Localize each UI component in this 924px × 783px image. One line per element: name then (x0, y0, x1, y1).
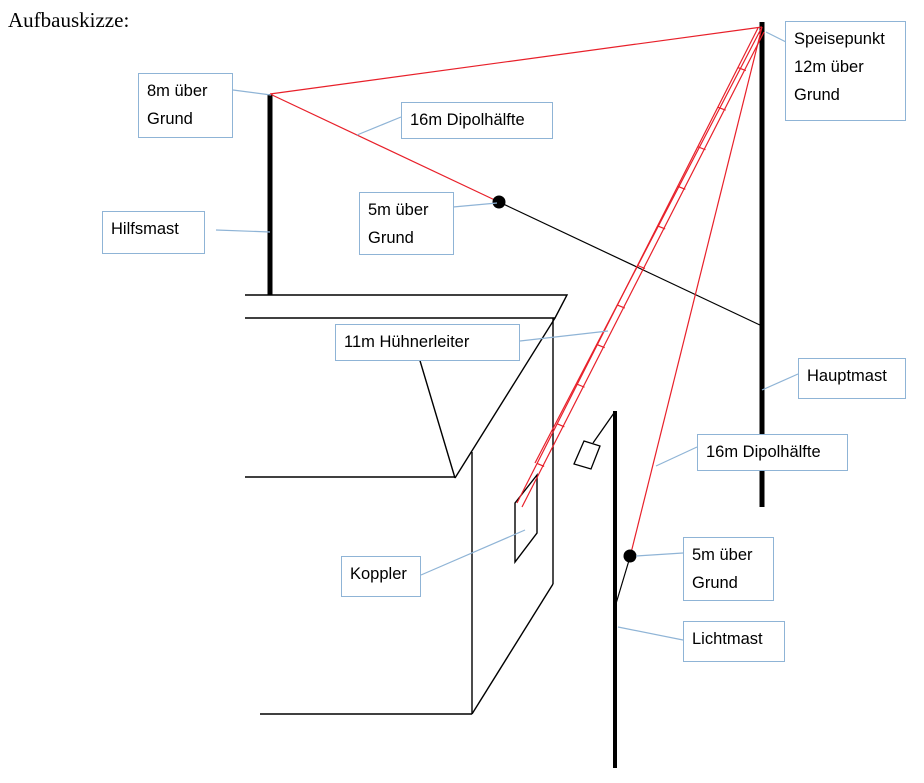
label-dipol-right: 16m Dipolhälfte (697, 434, 848, 471)
diagram-title: Aufbauskizze: (8, 8, 130, 32)
guy-wire-left (498, 201, 763, 327)
callout-hilfsmast-height (232, 89, 272, 96)
ladder-rung (677, 185, 686, 190)
label-hilfsmast: Hilfsmast (102, 211, 205, 254)
dipol-left-wire (269, 93, 500, 203)
label-feedpoint: Speisepunkt 12m über Grund (785, 21, 906, 121)
house-base-diagonal (471, 583, 554, 715)
guy-wire-right (614, 556, 631, 608)
ladder-rung (657, 225, 666, 230)
house-roof-gable (417, 353, 456, 479)
top-span-wire (269, 26, 763, 95)
junction-dot-left (492, 195, 506, 209)
label-koppler: Koppler (341, 556, 421, 597)
callout-lines (215, 31, 799, 641)
ladder-rung (556, 423, 565, 428)
ladder-rung (637, 264, 646, 270)
callout-hauptmast (761, 373, 799, 391)
callout-dipol-left (356, 116, 402, 136)
junction-dot-right (623, 549, 637, 563)
house (245, 294, 569, 715)
ladder-line-extra (534, 26, 763, 464)
ladder-rung (737, 67, 747, 72)
callout-ladder-line (519, 330, 609, 342)
ladder-line-rungs (536, 67, 747, 467)
callout-dipol-right (655, 446, 698, 467)
ladder-rung (697, 146, 706, 151)
callout-koppler (420, 529, 526, 576)
label-hauptmast: Hauptmast (798, 358, 906, 399)
label-ladder-line: 11m Hühnerleiter (335, 324, 520, 361)
ladder-rung (577, 383, 585, 388)
house-roof-outline (245, 294, 569, 319)
label-hilfsmast-height: 8m über Grund (138, 73, 233, 138)
callout-junction-right (635, 552, 684, 557)
lamp (573, 412, 615, 470)
ladder-line-rail-b (521, 31, 765, 508)
callout-junction-left (452, 202, 498, 208)
label-lichtmast: Lichtmast (683, 621, 785, 662)
callout-hilfsmast (215, 229, 271, 233)
house-roof-edge (454, 317, 556, 479)
label-junction-right: 5m über Grund (683, 537, 774, 601)
label-junction-left: 5m über Grund (359, 192, 454, 255)
ladder-rung (617, 304, 626, 309)
koppler-box (514, 472, 538, 565)
ladder-rung (717, 106, 726, 111)
dipol-right-wire (629, 26, 763, 558)
ladder-rung (536, 462, 545, 467)
callout-lichtmast (617, 626, 684, 641)
ladder-rung (597, 344, 605, 349)
label-dipol-left: 16m Dipolhälfte (401, 102, 553, 139)
callout-feedpoint (765, 31, 787, 43)
